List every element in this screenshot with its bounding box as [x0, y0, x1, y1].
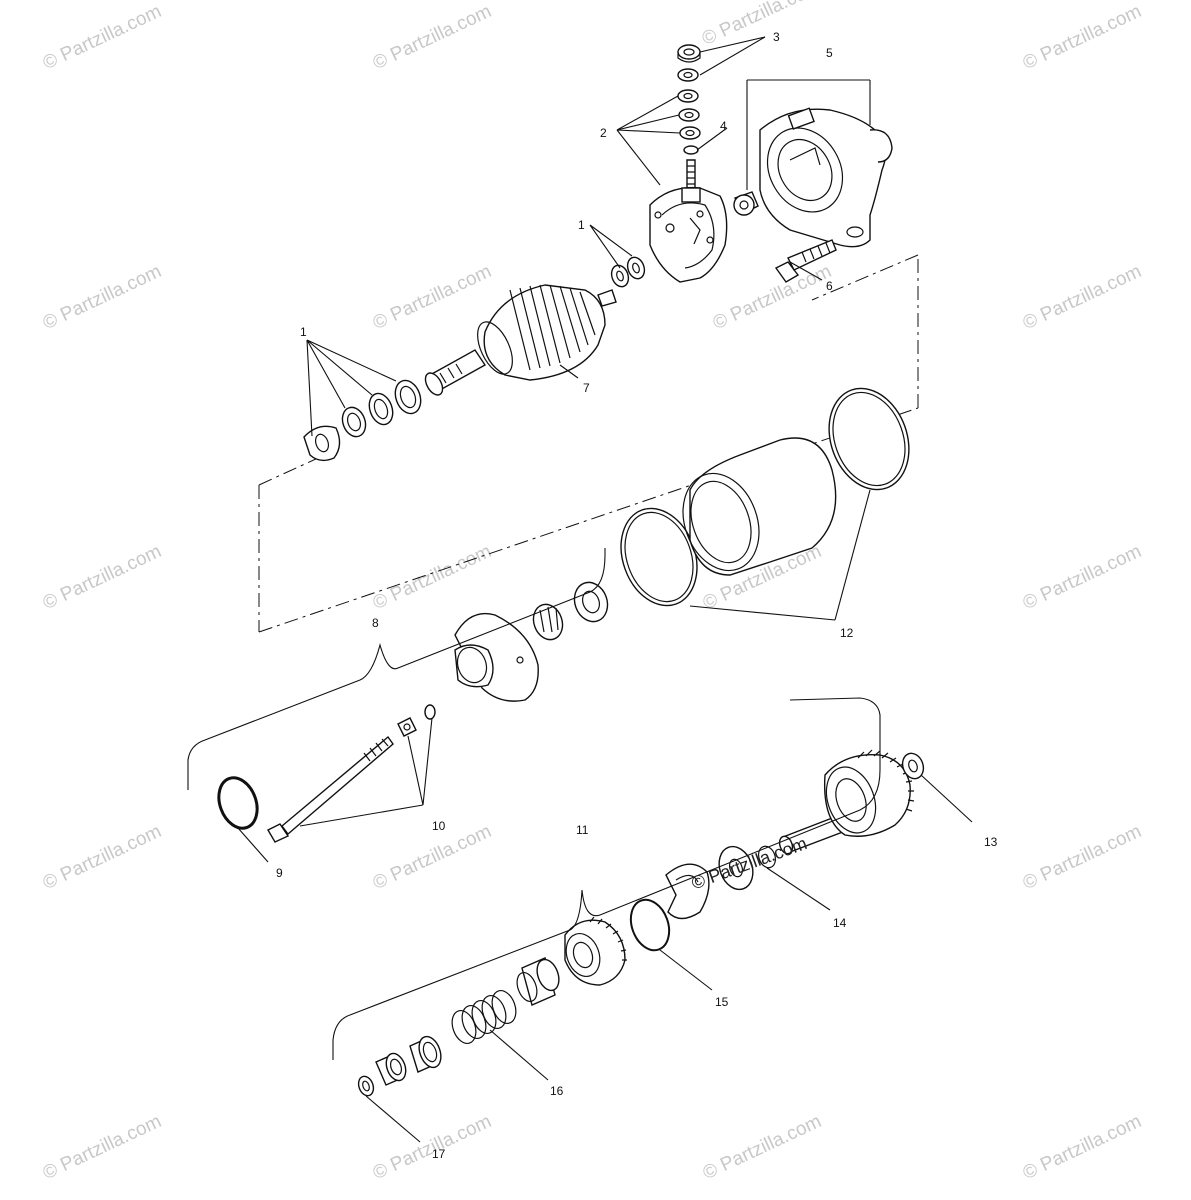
- callout-8: 8: [372, 616, 379, 630]
- watermark: © Partzilla.com: [40, 821, 165, 894]
- callout-9: 9: [276, 866, 283, 880]
- callout-1a: 1: [578, 218, 585, 232]
- watermark: © Partzilla.com: [700, 1111, 825, 1184]
- watermark: © Partzilla.com: [40, 541, 165, 614]
- drive-end-housing: [454, 581, 609, 702]
- callout-17: 17: [432, 1147, 446, 1161]
- spring-retainer: [357, 1035, 442, 1097]
- watermark: © Partzilla.com: [1020, 1, 1145, 74]
- bushing: [733, 191, 759, 216]
- watermark: © Partzilla.com: [710, 261, 835, 334]
- washer-set-upper: [610, 256, 646, 288]
- watermark: © Partzilla.com: [699, 0, 824, 50]
- end-cover-housing: [759, 107, 893, 248]
- watermark: © Partzilla.com: [370, 261, 495, 334]
- bracket-11: [332, 697, 881, 1060]
- pinion-gear: [564, 916, 627, 986]
- callout-labels: 3 5 2 4 1 6 1 7 8 12 10 11 13 9 14 15 16…: [276, 30, 998, 1161]
- watermark: © Partzilla.com: [1020, 821, 1145, 894]
- watermark: © Partzilla.com: [40, 261, 165, 334]
- long-bolt: [267, 704, 436, 843]
- watermark: © Partzilla.com: [1020, 261, 1145, 334]
- terminal-hardware: [677, 44, 701, 191]
- watermark: © Partzilla.com: [1020, 541, 1145, 614]
- yoke-housing: [620, 387, 910, 607]
- callout-3: 3: [773, 30, 780, 44]
- through-bolt: [774, 239, 837, 283]
- watermark: © Partzilla.com: [40, 1, 165, 74]
- callout-12: 12: [840, 626, 854, 640]
- watermark: © Partzilla.com: [370, 1, 495, 74]
- callout-5: 5: [826, 46, 833, 60]
- watermark: © Partzilla.com: [40, 1111, 165, 1184]
- sleeve: [516, 957, 560, 1006]
- bracket-8: [187, 548, 606, 790]
- callout-1b: 1: [300, 325, 307, 339]
- callout-4: 4: [720, 119, 727, 133]
- leader-lines: [237, 36, 973, 1143]
- callout-10: 10: [432, 819, 446, 833]
- callout-7: 7: [583, 381, 590, 395]
- armature: [424, 284, 617, 396]
- coil-spring: [451, 989, 517, 1045]
- callout-2: 2: [600, 126, 607, 140]
- o-ring: [217, 776, 259, 830]
- callout-16: 16: [550, 1084, 564, 1098]
- callout-15: 15: [715, 995, 729, 1009]
- snap-ring: [629, 898, 671, 952]
- callout-14: 14: [833, 916, 847, 930]
- callout-6: 6: [826, 279, 833, 293]
- callout-11: 11: [576, 823, 589, 837]
- callout-13: 13: [984, 835, 998, 849]
- watermark: © Partzilla.com: [1020, 1111, 1145, 1184]
- clutch-halves: [665, 863, 710, 920]
- watermark: © Partzilla.com: [370, 541, 495, 614]
- washer-set-lower: [303, 379, 422, 462]
- brush-holder-plate: [649, 186, 728, 283]
- retainer-clip: [718, 845, 777, 891]
